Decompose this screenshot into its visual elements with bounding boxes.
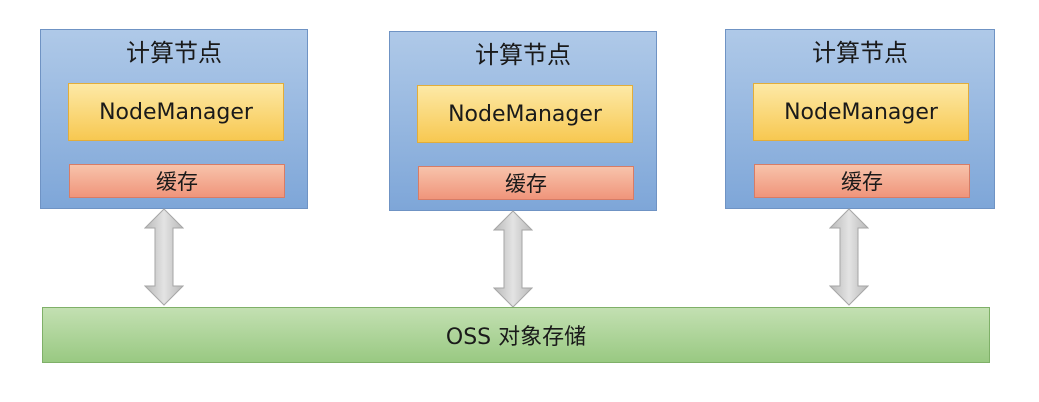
- cache-box: 缓存: [418, 166, 634, 200]
- bidirectional-arrow-icon: [493, 210, 533, 308]
- bidirectional-arrow-icon: [144, 208, 184, 306]
- node-manager-box: NodeManager: [68, 83, 284, 141]
- compute-node-title: 计算节点: [812, 39, 908, 67]
- oss-storage-box: OSS 对象存储: [42, 307, 990, 363]
- compute-node-2: 计算节点 NodeManager 缓存: [389, 31, 657, 211]
- cache-box: 缓存: [754, 164, 970, 198]
- node-manager-box: NodeManager: [417, 85, 633, 143]
- cache-box: 缓存: [69, 164, 285, 198]
- compute-node-1: 计算节点 NodeManager 缓存: [40, 29, 308, 209]
- compute-node-title: 计算节点: [126, 39, 222, 67]
- bidirectional-arrow-icon: [829, 208, 869, 306]
- compute-node-3: 计算节点 NodeManager 缓存: [725, 29, 995, 209]
- compute-node-title: 计算节点: [475, 41, 571, 69]
- node-manager-box: NodeManager: [753, 83, 969, 141]
